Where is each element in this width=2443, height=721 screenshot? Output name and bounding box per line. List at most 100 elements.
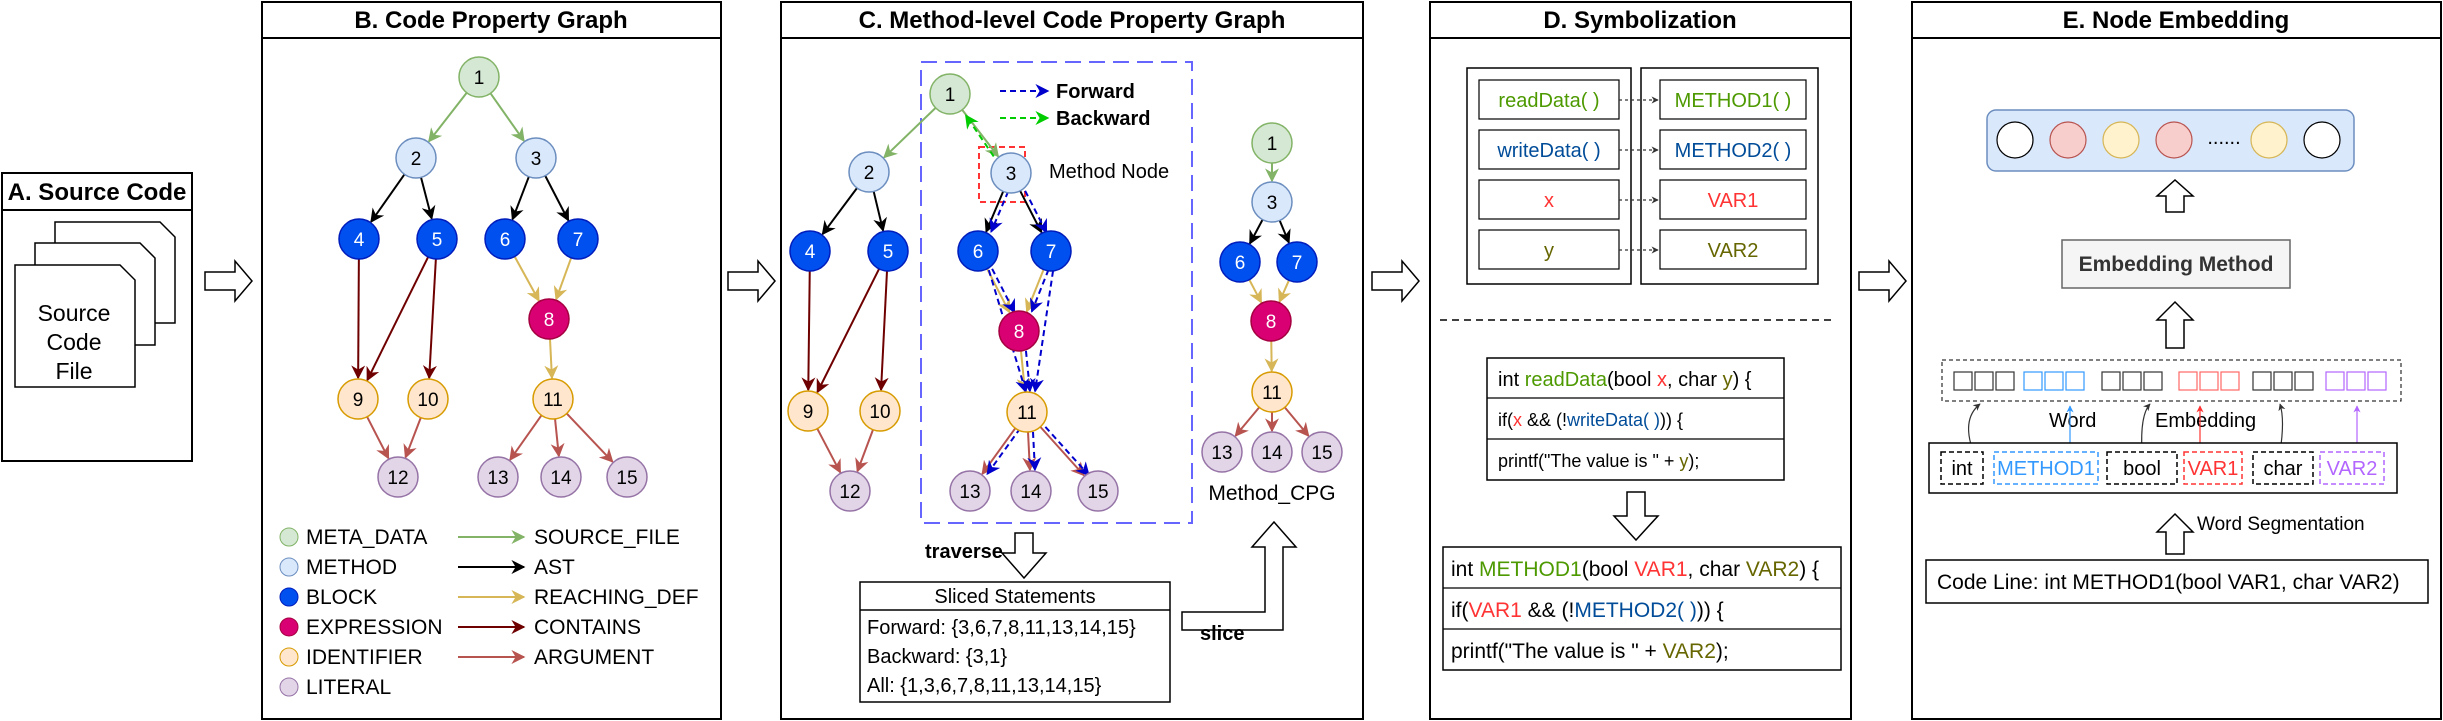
up-arrow-1 bbox=[2155, 178, 2195, 213]
token-label: VAR2 bbox=[2327, 458, 2378, 480]
original-token-4: y bbox=[1544, 240, 1554, 262]
forward-edge-3-6 bbox=[989, 191, 1010, 233]
cpg-edge-1-2 bbox=[428, 92, 468, 143]
mcpg-node-6 bbox=[957, 230, 999, 272]
cpg-node-5 bbox=[416, 218, 458, 260]
mcpg-edges bbox=[801, 107, 1090, 477]
doc-label-1: Source bbox=[38, 300, 111, 326]
word-embedding-cell bbox=[2325, 371, 2345, 391]
word-embedding-cell bbox=[1995, 371, 2015, 391]
word-embedding-cell bbox=[2294, 371, 2314, 391]
sliced-forward: Forward: {3,6,7,8,11,13,14,15} bbox=[867, 617, 1136, 639]
cpg-node-14 bbox=[540, 456, 582, 498]
symbol-map-row-2: writeData( ) METHOD2( ) bbox=[1478, 129, 1807, 170]
forward-edge-11-15 bbox=[1044, 426, 1090, 477]
embedding-dot-4 bbox=[2155, 121, 2193, 159]
up-arrow-2 bbox=[2155, 300, 2195, 349]
mcpg-node-1 bbox=[929, 73, 971, 115]
mcpg-node-label-3: 3 bbox=[1006, 164, 1017, 185]
method-cpg-node-11 bbox=[1251, 371, 1293, 413]
mcpg-node-label-6: 6 bbox=[973, 242, 984, 263]
word-embedding-cell bbox=[2065, 371, 2085, 391]
mcpg-node-label-14: 14 bbox=[1020, 482, 1042, 503]
symbol-map-row-1: readData( ) METHOD1( ) bbox=[1478, 79, 1807, 120]
forward-edge-3-7 bbox=[1024, 190, 1048, 234]
token-box bbox=[2252, 451, 2314, 485]
cpg-edge-7-8 bbox=[553, 257, 573, 301]
word-embedding-cell bbox=[2346, 371, 2366, 391]
mcpg-node-label-4: 4 bbox=[805, 242, 816, 263]
mcpg-node-label-9: 9 bbox=[803, 402, 814, 423]
word-segmentation-label: Word Segmentation bbox=[2197, 514, 2365, 535]
code-before-line-3: printf("The value is " + y); bbox=[1498, 451, 1699, 471]
method-cpg-edge-11-13 bbox=[1234, 406, 1260, 437]
word-embedding-cell bbox=[2101, 371, 2121, 391]
code-line-text: Code Line: int METHOD1(bool VAR1, char V… bbox=[1937, 571, 2400, 594]
sliced-backward: Backward: {3,1} bbox=[867, 646, 1007, 668]
mcpg-node-label-2: 2 bbox=[864, 163, 875, 184]
method-cpg-edge-7-8 bbox=[1278, 279, 1291, 304]
mcpg-node-label-7: 7 bbox=[1046, 242, 1057, 263]
embedding-dot-1 bbox=[1996, 121, 2034, 159]
word-embedding-cell bbox=[2367, 371, 2387, 391]
cpg-edge-11-14 bbox=[550, 418, 565, 458]
cpg-node-label-13: 13 bbox=[487, 468, 508, 489]
cpg-node-10 bbox=[407, 378, 449, 420]
edge-direction-key: Forward Backward bbox=[1000, 81, 1151, 130]
flow-arrow-b-c bbox=[727, 258, 776, 304]
word-embedding-cell bbox=[2122, 371, 2142, 391]
cpg-node-label-6: 6 bbox=[500, 230, 511, 251]
method-cpg-edge-11-15 bbox=[1284, 406, 1310, 437]
symbol-token-1: METHOD1( ) bbox=[1675, 90, 1792, 112]
legend-block: BLOCK bbox=[306, 586, 377, 609]
token-box bbox=[1940, 451, 1984, 485]
cpg-node-label-9: 9 bbox=[353, 390, 364, 411]
mcpg-node-12 bbox=[829, 470, 871, 512]
flow-arrows bbox=[204, 258, 1907, 304]
token-label: char bbox=[2264, 458, 2303, 480]
cpg-edge-9-12 bbox=[366, 416, 390, 460]
cpg-node-label-12: 12 bbox=[387, 468, 408, 489]
forward-edge-11-14 bbox=[1027, 431, 1042, 472]
method-cpg-node-label-1: 1 bbox=[1267, 134, 1278, 155]
word-embedding-row bbox=[1941, 359, 2402, 402]
mcpg-node-5 bbox=[867, 230, 909, 272]
legend-edge-types: SOURCE_FILE AST REACHING_DEF CONTAINS AR… bbox=[458, 526, 699, 669]
legend-swatch-meta bbox=[279, 527, 299, 547]
word-embedding-cell bbox=[2220, 371, 2240, 391]
mcpg-node-7 bbox=[1030, 230, 1072, 272]
cpg-node-1 bbox=[458, 56, 500, 98]
token-label: VAR1 bbox=[2188, 458, 2239, 480]
document-stack-icon bbox=[14, 221, 176, 388]
method-cpg-node-label-14: 14 bbox=[1261, 443, 1283, 464]
code-before-line-1: int readData(bool x, char y) { bbox=[1498, 369, 1752, 391]
mcpg-node-label-5: 5 bbox=[883, 242, 894, 263]
sliced-title: Sliced Statements bbox=[934, 586, 1095, 608]
cpg-edge-11-13 bbox=[509, 414, 543, 461]
word-label: Word bbox=[2049, 410, 2096, 432]
flow-arrow-a-b bbox=[204, 258, 253, 304]
mcpg-node-label-10: 10 bbox=[869, 402, 890, 423]
panel-e: E. Node Embedding ...... Embedding Metho… bbox=[1911, 1, 2442, 720]
method-cpg-node-7 bbox=[1276, 241, 1318, 283]
word-embedding-cell bbox=[2178, 371, 2198, 391]
method-cpg-node-label-6: 6 bbox=[1235, 253, 1246, 274]
up-arrow-3 bbox=[2155, 512, 2195, 555]
cpg-node-label-5: 5 bbox=[432, 230, 443, 251]
embedding-dot-6 bbox=[2303, 121, 2341, 159]
code-after-box: int METHOD1(bool VAR1, char VAR2) { if(V… bbox=[1442, 546, 1842, 671]
symbol-map-row-4: y VAR2 bbox=[1478, 229, 1807, 270]
legend-swatch-identifier bbox=[279, 647, 299, 667]
code-line-box bbox=[1925, 559, 2429, 604]
code-after-line-3: printf("The value is " + VAR2); bbox=[1451, 640, 1729, 663]
method-cpg-node-label-15: 15 bbox=[1311, 443, 1332, 464]
original-token-2: writeData( ) bbox=[1496, 140, 1600, 162]
symbolize-arrow bbox=[1612, 491, 1660, 542]
method-cpg-node-label-7: 7 bbox=[1292, 253, 1303, 274]
mcpg-edge-5-9 bbox=[816, 268, 880, 394]
forward-edge-7-11 bbox=[1030, 270, 1055, 393]
cpg-edge-10-12 bbox=[403, 417, 422, 459]
code-before-box: int readData(bool x, char y) { if(x && (… bbox=[1486, 357, 1785, 481]
